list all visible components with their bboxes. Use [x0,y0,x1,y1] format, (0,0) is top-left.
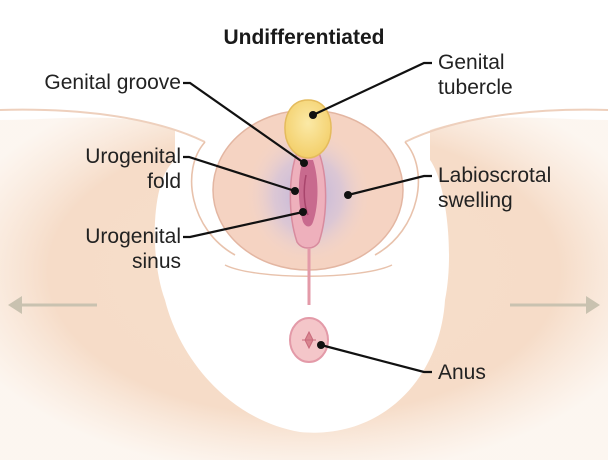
urogenital-sinus-line1: Urogenital [85,225,181,248]
leader-urogenital-fold [183,155,296,193]
label-urogenital-sinus: Urogenital sinus [28,224,181,274]
leader-anus [320,343,432,374]
anus-text: Anus [438,361,486,384]
body-skin [0,117,608,460]
leader-dots [291,111,352,349]
diagram-title: Undifferentiated [223,26,385,49]
label-labioscrotal-swelling: Labioscrotal swelling [438,163,551,213]
label-genital-groove: Genital groove [28,70,181,95]
urogenital-sinus-line2: sinus [131,250,181,273]
label-genital-tubercle: Genital tubercle [438,50,513,100]
label-anus: Anus [438,360,486,385]
leader-urogenital-sinus [183,210,304,239]
genital-tubercle-shape [284,99,332,159]
urogenital-fold-line1: Urogenital [85,145,181,168]
leader-genital-tubercle [312,61,432,116]
left-thigh-contour [0,108,206,143]
genital-tubercle-line1: Genital [438,51,505,74]
labioscrotal-swelling-line1: Labioscrotal [438,164,552,187]
leader-lines [183,61,432,374]
genital-tubercle-line2: tubercle [438,76,513,99]
labioscrotal-swelling-line2: swelling [438,189,513,212]
right-arrow-icon [510,296,600,314]
anus-center [302,330,316,350]
genital-groove-text: Genital groove [44,71,181,94]
right-inner-fold [374,141,420,256]
label-urogenital-fold: Urogenital fold [28,144,181,194]
urogenital-fold-line2: fold [147,170,181,193]
left-arrow-icon [8,296,97,314]
leader-labioscrotal-swelling [347,174,432,197]
leader-genital-groove [183,81,305,164]
left-inner-fold [190,141,236,256]
right-thigh-contour [404,108,608,143]
